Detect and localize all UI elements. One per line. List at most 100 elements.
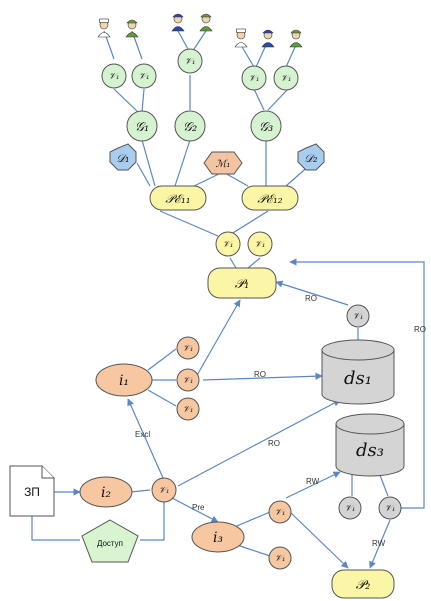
edge-i2-v — [130, 489, 151, 493]
v-node: 𝒱₁ — [215, 231, 241, 257]
edge-i2-i1 — [127, 398, 164, 479]
soldier-icon — [125, 19, 139, 38]
access-node: Доступ — [81, 519, 139, 563]
svg-text:𝒱₁: 𝒱₁ — [108, 72, 119, 82]
svg-text:𝒱₁: 𝒱₁ — [184, 57, 195, 67]
edge-v-ds1 — [202, 372, 323, 381]
v-node: 𝒱₁ — [247, 231, 273, 257]
svg-text:𝒱₁: 𝒱₁ — [344, 504, 355, 514]
svg-text:i₂: i₂ — [101, 485, 111, 501]
soldier-icon — [289, 29, 303, 48]
edge — [240, 44, 255, 68]
info-node-i1: i₁ — [95, 363, 153, 397]
edge-access-v — [140, 502, 165, 541]
edge — [227, 210, 269, 237]
edge — [253, 88, 265, 111]
svg-text:𝒱₁: 𝒱₁ — [352, 312, 363, 322]
svg-text:𝒟₁: 𝒟₁ — [116, 152, 129, 165]
officer-icon — [97, 18, 111, 38]
info-node-i3: i₃ — [191, 521, 245, 553]
v-node: 𝒱₁ — [268, 546, 292, 570]
svg-text:𝒫₂: 𝒫₂ — [356, 578, 371, 593]
v-node: 𝒱₁ — [346, 304, 370, 328]
process-node-p2: 𝒫₂ — [331, 569, 395, 599]
v-node: 𝒱₁ — [177, 48, 203, 74]
soldier-icon — [199, 13, 213, 32]
group-node-g3: 𝒢₃ — [250, 110, 282, 142]
edge-i3-v — [231, 511, 271, 529]
svg-text:𝒫ℰ₁₁: 𝒫ℰ₁₁ — [165, 192, 190, 206]
svg-text:𝒱₁: 𝒱₁ — [222, 240, 233, 250]
svg-text:𝒢₁: 𝒢₁ — [135, 120, 149, 135]
svg-text:ds₃: ds₃ — [356, 440, 384, 461]
edge-i3-v — [233, 543, 271, 557]
edge-v-ds3 — [285, 471, 341, 499]
svg-text:𝒱₁: 𝒱₁ — [138, 72, 149, 82]
document-node: ЗП — [9, 465, 55, 517]
edge — [285, 44, 297, 68]
svg-text:𝒫₁: 𝒫₁ — [235, 277, 250, 292]
svg-text:𝒱₁: 𝒱₁ — [274, 554, 285, 564]
svg-text:Доступ: Доступ — [97, 539, 123, 548]
edge-label-excl: Excl — [135, 430, 150, 439]
svg-text:𝒱₁: 𝒱₁ — [274, 508, 285, 518]
edge — [141, 88, 145, 113]
v-node: 𝒱₁ — [176, 397, 200, 421]
process-node-p1: 𝒫₁ — [207, 267, 277, 299]
police-icon — [261, 29, 275, 48]
edge-v-p2b — [369, 519, 391, 569]
edge — [174, 139, 191, 187]
svg-text:𝒫ℰ₁₂: 𝒫ℰ₁₂ — [257, 192, 282, 206]
svg-text:𝒱₁: 𝒱₁ — [280, 74, 291, 84]
edge — [177, 30, 189, 50]
edge-label-rw: RW — [306, 477, 320, 486]
svg-text:ЗП: ЗП — [24, 485, 40, 499]
edge — [255, 44, 267, 68]
group-node-g1: 𝒢₁ — [126, 110, 158, 142]
v-node: 𝒱₁ — [273, 65, 299, 91]
edge — [159, 210, 219, 237]
edge — [229, 257, 237, 269]
domain-node-d1: 𝒟₁ — [109, 143, 137, 171]
edge — [141, 139, 156, 187]
edge-v-p2 — [289, 511, 349, 569]
svg-text:𝒱₁: 𝒱₁ — [384, 504, 395, 514]
edge-i1-p1 — [195, 299, 241, 378]
svg-text:𝒱₁: 𝒱₁ — [254, 240, 265, 250]
v-node: 𝒱₁ — [176, 368, 200, 392]
edges — [31, 30, 425, 569]
v-node: 𝒱₁ — [268, 500, 292, 524]
edge — [113, 88, 139, 113]
edge-label-ro: RO — [268, 439, 280, 448]
v-node: 𝒱₁ — [151, 477, 177, 503]
svg-text:𝒱₁: 𝒱₁ — [248, 74, 259, 84]
mission-node-m1: ℳ₁ — [203, 151, 243, 175]
edge-vds1-p1 — [275, 280, 349, 306]
edge-label-ro: RO — [305, 294, 317, 303]
svg-text:𝒢₂: 𝒢₂ — [183, 120, 197, 135]
info-node-i2: i₂ — [79, 476, 133, 508]
police-icon — [171, 13, 185, 32]
data-store-ds3: ds₃ — [335, 413, 405, 477]
svg-text:i₁: i₁ — [119, 373, 129, 389]
v-node: 𝒱₁ — [131, 63, 157, 89]
edge-v-i3 — [171, 497, 219, 523]
svg-text:ds₁: ds₁ — [344, 368, 372, 389]
v-node: 𝒱₁ — [338, 496, 362, 520]
v-node: 𝒱₁ — [101, 63, 127, 89]
domain-node-d2: 𝒟₂ — [297, 143, 325, 171]
svg-text:𝒱₁: 𝒱₁ — [158, 486, 169, 496]
data-store-ds1: ds₁ — [321, 339, 395, 405]
edge-loop-p1 — [289, 258, 425, 509]
svg-text:i₃: i₃ — [213, 530, 223, 546]
pe-node-11: 𝒫ℰ₁₁ — [149, 185, 207, 211]
v-node: 𝒱₁ — [241, 65, 267, 91]
edge-label-rw: RW — [372, 539, 386, 548]
edge-doc-access — [31, 515, 80, 541]
svg-text:𝒢₃: 𝒢₃ — [259, 120, 273, 135]
svg-text:𝒱₁: 𝒱₁ — [182, 376, 193, 386]
edge — [247, 257, 261, 269]
v-node: 𝒱₁ — [378, 496, 402, 520]
edge — [136, 162, 151, 187]
